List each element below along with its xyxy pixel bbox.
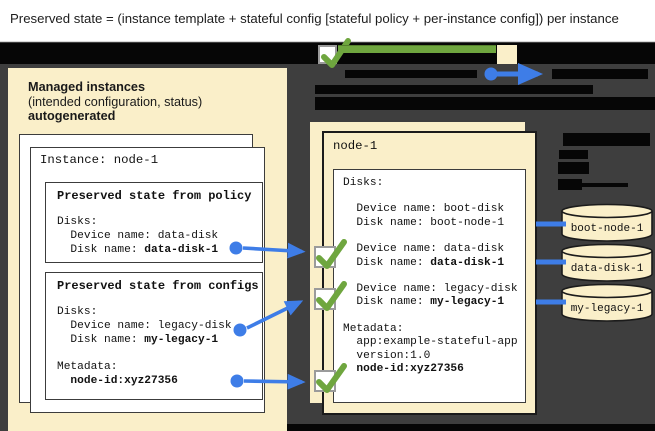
node-data-disk-value: data-disk-1 [430, 256, 505, 269]
node-data-device-line: Device name: data-disk [343, 243, 505, 256]
managed-instances-header: Managed instances (intended configuratio… [28, 80, 202, 124]
redacted-text-bar [582, 183, 628, 187]
preserved-state-policy-box: Preserved state from policy Disks: Devic… [45, 182, 263, 263]
redacted-text-bar [315, 85, 593, 94]
policy-disk-line: Disk name: data-disk-1 [57, 243, 262, 257]
checkmark-box-node-id [314, 363, 347, 393]
checkmark-box-legacy-disk [314, 281, 347, 311]
node-metadata-heading: Metadata: [343, 322, 404, 335]
node-data-disk-label: Disk name: [343, 256, 431, 269]
policy-disk-label: Disk name: [57, 244, 145, 256]
policy-device-line: Device name: data-disk [57, 230, 219, 242]
legend-checkmark-box [318, 38, 351, 68]
green-check-icon [316, 281, 347, 311]
redacted-text-bar [315, 97, 655, 110]
redacted-text-bar [558, 179, 582, 190]
node-metadata-app-line: app:example-stateful-app [343, 336, 518, 349]
node-boot-device-line: Device name: boot-disk [343, 203, 505, 216]
diagram-title: Preserved state = (instance template + s… [10, 11, 619, 26]
cylinder-label: data-disk-1 [571, 263, 644, 275]
preserved-state-configs-box: Preserved state from configs Disks: Devi… [45, 272, 263, 400]
legend-cream-swatch [497, 45, 517, 64]
redacted-text-bar [287, 424, 655, 431]
node-state-box: Disks: Device name: boot-disk Disk name:… [333, 169, 526, 403]
disk-cylinder-boot: boot-node-1 [561, 203, 653, 242]
node-legacy-device-line: Device name: legacy-disk [343, 283, 518, 296]
configs-disk-line: Disk name: my-legacy-1 [57, 333, 262, 347]
cylinder-label: my-legacy-1 [571, 303, 644, 315]
node-disks-heading: Disks: [343, 177, 384, 189]
redacted-text-bar [345, 70, 477, 78]
cylinder-label: boot-node-1 [571, 223, 644, 235]
policy-box-title: Preserved state from policy [57, 189, 252, 203]
node-legacy-disk-label: Disk name: [343, 296, 431, 309]
configs-metadata-heading: Metadata: [57, 361, 118, 373]
green-check-icon [316, 239, 347, 269]
configs-disk-value: my-legacy-1 [144, 334, 219, 346]
header-line-1: Managed instances [28, 80, 146, 94]
redacted-text-bar [559, 150, 588, 159]
policy-disks-heading: Disks: [57, 216, 98, 228]
node-legacy-disk-line: Disk name: my-legacy-1 [343, 296, 525, 309]
node-metadata-version-line: version:1.0 [343, 349, 431, 362]
node-boot-disk-line: Disk name: boot-node-1 [343, 216, 505, 229]
disk-cylinder-legacy: my-legacy-1 [561, 283, 653, 322]
configs-disks-heading: Disks: [57, 306, 98, 318]
node-legacy-disk-value: my-legacy-1 [430, 296, 505, 309]
checkmark-box-data-disk [314, 239, 347, 269]
configs-disk-label: Disk name: [57, 334, 145, 346]
redacted-text-bar [552, 69, 648, 79]
disk-cylinder-data: data-disk-1 [561, 243, 653, 282]
header-line-2: (intended configuration, status) [28, 94, 203, 109]
node-card-title: node-1 [333, 139, 378, 153]
green-check-icon [321, 38, 351, 68]
redacted-text-bar [563, 133, 650, 146]
configs-box-title: Preserved state from configs [57, 279, 259, 293]
header-line-3: autogenerated [28, 109, 116, 123]
instance-card-title: Instance: node-1 [40, 153, 159, 167]
green-check-icon [316, 363, 347, 393]
legend-green-bar [338, 45, 496, 53]
node-data-disk-line: Disk name: data-disk-1 [343, 257, 525, 270]
configs-device-line: Device name: legacy-disk [57, 320, 232, 332]
configs-metadata-value: node-id:xyz27356 [57, 375, 178, 387]
title-divider [0, 41, 655, 42]
policy-disk-value: data-disk-1 [144, 244, 219, 256]
redacted-text-bar [558, 162, 589, 174]
node-metadata-node-line: node-id:xyz27356 [343, 363, 464, 376]
